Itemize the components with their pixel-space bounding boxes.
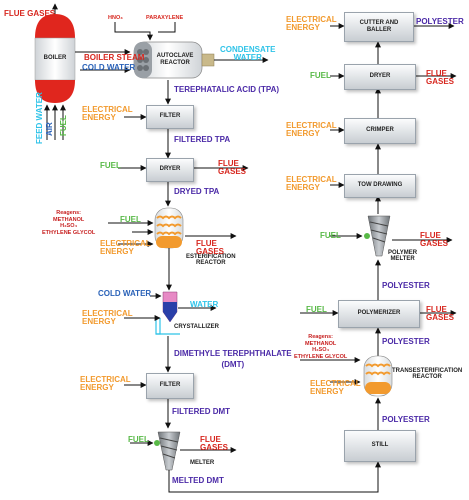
crystallizer-vessel xyxy=(155,291,180,335)
melter-vessel xyxy=(154,431,181,471)
cutter-baller-box: CUTTER AND BALLER xyxy=(344,12,414,42)
polymer-melter-vessel xyxy=(364,215,391,257)
boiler-steam-label: BOILER STEAM xyxy=(84,53,145,62)
flue-gases-boiler-label: FLUE GASES xyxy=(4,9,56,18)
tow-drawing-box: TOW DRAWING xyxy=(344,174,416,198)
filter-tpa-box: FILTER xyxy=(146,105,194,129)
energy-filter-tpa-label: ELECTRICAL ENERGY xyxy=(82,105,133,122)
esterification-reactor-vessel xyxy=(154,207,184,254)
fuel-polymerizer-label: FUEL xyxy=(306,305,327,314)
boiler-vessel xyxy=(34,14,76,103)
filter-dmt-box: FILTER xyxy=(146,373,194,399)
polyester-transesterification-out-label: POLYESTER xyxy=(382,337,430,346)
melted-dmt-label: MELTED DMT xyxy=(172,476,224,485)
dryer-fiber-box: DRYER xyxy=(344,64,416,90)
autoclave-reactor-vessel xyxy=(133,41,215,79)
hno3-label: HNO₃ xyxy=(108,15,123,21)
autoclave-reactor-label: AUTOCLAVE REACTOR xyxy=(156,52,194,66)
flue-gases-melter-label: FLUE GASES xyxy=(200,435,229,452)
feed-water-label: FEED WATER xyxy=(35,92,44,144)
polymerizer-box: POLYMERIZER xyxy=(338,300,420,328)
still-box: STILL xyxy=(344,430,416,462)
energy-esterification-label: ELECTRICAL ENERGY xyxy=(100,239,151,256)
polyester-still-out-label: POLYESTER xyxy=(382,415,430,424)
energy-cutter-label: ELECTRICAL ENERGY xyxy=(286,15,337,32)
energy-crystallizer-label: ELECTRICAL ENERGY xyxy=(82,309,133,326)
esterification-reactor-label: ESTERIFICATION REACTOR xyxy=(186,254,236,266)
reagens-esterification-label: Reagens: METHANOL H₂SO₄ ETHYLENE GLYCOL xyxy=(42,210,96,236)
condensate-water-label: CONDENSATE WATER xyxy=(220,45,276,62)
energy-tow-drawing-label: ELECTRICAL ENERGY xyxy=(286,175,337,192)
cold-water-crystallizer-label: COLD WATER xyxy=(98,289,152,298)
fuel-melter-label: FUEL xyxy=(128,435,149,444)
energy-filter-dmt-label: ELECTRICAL ENERGY xyxy=(80,375,131,392)
crystallizer-label: CRYSTALLIZER xyxy=(174,324,219,330)
water-crystallizer-label: WATER xyxy=(190,300,219,309)
transesterification-reactor-label: TRANSESTERIFICATION REACTOR xyxy=(392,368,463,380)
polyester-cutter-label: POLYESTER xyxy=(416,17,464,26)
filtered-tpa-label: FILTERED TPA xyxy=(174,135,231,144)
flue-gases-polymer-melter-label: FLUE GASES xyxy=(420,231,449,248)
dryer-tpa-box: DRYER xyxy=(146,158,194,182)
fuel-dryer-fiber-label: FUEL xyxy=(310,71,331,80)
flue-gases-esterification-label: FLUE GASES xyxy=(196,239,225,256)
flue-gases-dryer-tpa-label: FLUE GASES xyxy=(218,159,247,176)
polyester-polymerizer-out-label: POLYESTER xyxy=(382,281,430,290)
fuel-polymer-melter-label: FUEL xyxy=(320,231,341,240)
energy-transesterification-label: ELECTRICAL ENERGY xyxy=(310,379,361,396)
air-label: AIR xyxy=(45,122,54,136)
cold-water-reactor-label: COLD WATER xyxy=(82,63,136,72)
crimper-box: CRIMPER xyxy=(344,118,416,144)
filtered-dmt-label: FILTERED DMT xyxy=(172,407,231,416)
reagens-transesterification-label: Reagens: METHANOL H₂SO₄ ETHYLENE GLYCOL xyxy=(294,334,348,360)
boiler-label: BOILER xyxy=(43,55,67,62)
dryed-tpa-label: DRYED TPA xyxy=(174,187,220,196)
transesterification-reactor-vessel xyxy=(363,355,393,397)
tpa-label: TEREPHATALIC ACID (TPA) xyxy=(174,85,280,94)
dmt-label: DIMETHYLE TEREPHTHALATE (DMT) xyxy=(174,349,292,370)
flue-gases-dryer-fiber-label: FLUE GASES xyxy=(426,69,455,86)
melter-label: MELTER xyxy=(190,460,215,466)
fuel-dryer-tpa-label: FUEL xyxy=(100,161,121,170)
flue-gases-polymerizer-label: FLUE GASES xyxy=(426,305,455,322)
fuel-esterification-label: FUEL xyxy=(120,215,141,224)
paraxylene-label: PARAXYLENE xyxy=(146,15,184,21)
fuel-boiler-label: FUEL xyxy=(59,115,68,136)
polymer-melter-label: POLYMER MELTER xyxy=(388,250,418,262)
energy-crimper-label: ELECTRICAL ENERGY xyxy=(286,121,337,138)
